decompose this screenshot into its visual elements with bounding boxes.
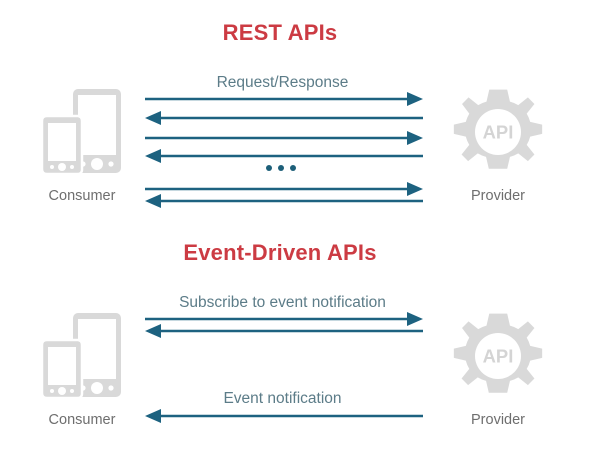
- arrow-rest-request-3: [145, 182, 423, 196]
- arrow-rest-response-2: [145, 149, 423, 163]
- endpoint-consumer-rest: Consumer: [22, 82, 142, 204]
- arrow-event-subscribe: [145, 312, 423, 326]
- endpoint-provider-rest: API Provider: [438, 82, 558, 204]
- gear-icon-api-text: API: [483, 345, 514, 366]
- flow-label-request-response: Request/Response: [216, 74, 349, 91]
- ellipsis-dot: [266, 165, 272, 171]
- gear-icon-api-text: API: [483, 121, 514, 142]
- gear-api-icon: API: [438, 306, 558, 406]
- section-title-rest: REST APIs: [222, 20, 338, 45]
- flow-label-subscribe: Subscribe to event notification: [179, 294, 386, 311]
- arrow-rest-response-1: [145, 111, 423, 125]
- arrow-event-acknowledge: [145, 324, 423, 338]
- arrow-rest-request-2: [145, 131, 423, 145]
- endpoint-caption-provider-event: Provider: [471, 412, 525, 428]
- flow-label-event-notification: Event notification: [223, 390, 342, 407]
- ellipsis-dot: [278, 165, 284, 171]
- endpoint-caption-consumer-rest: Consumer: [48, 188, 116, 204]
- arrow-rest-request-1: [145, 92, 423, 106]
- devices-icon: [22, 82, 142, 182]
- endpoint-caption-provider-rest: Provider: [471, 188, 525, 204]
- gear-api-icon: API: [438, 82, 558, 182]
- endpoint-consumer-event: Consumer: [22, 306, 142, 428]
- endpoint-caption-consumer-event: Consumer: [48, 412, 116, 428]
- section-title-event-driven: Event-Driven APIs: [183, 240, 377, 265]
- endpoint-provider-event: API Provider: [438, 306, 558, 428]
- devices-icon: [22, 306, 142, 406]
- arrow-event-notification: [145, 409, 423, 423]
- ellipsis-dot: [290, 165, 296, 171]
- arrow-rest-response-3: [145, 194, 423, 208]
- ellipsis-indicator: [258, 160, 304, 176]
